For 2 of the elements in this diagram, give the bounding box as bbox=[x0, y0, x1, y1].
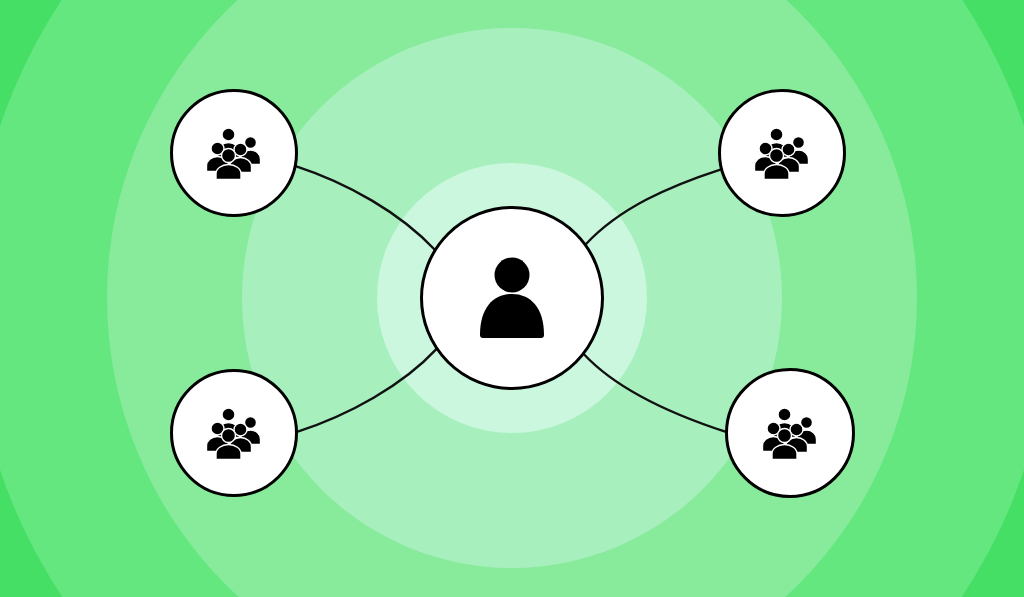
connector-line bbox=[294, 164, 436, 251]
connector-line bbox=[584, 168, 723, 246]
